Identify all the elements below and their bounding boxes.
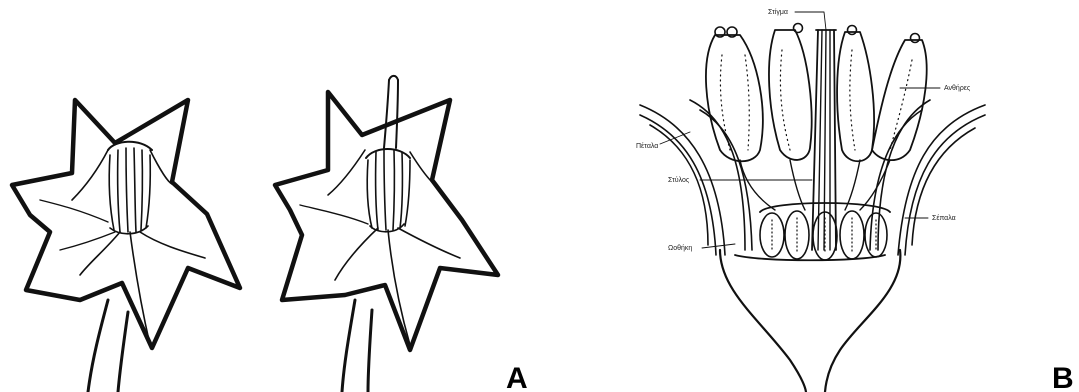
label-ovules: Ωοθήκη	[668, 245, 692, 252]
panel-letter-b: B	[1052, 362, 1074, 392]
flower-section-drawing	[640, 24, 985, 392]
label-anthers: Ανθήρες	[944, 85, 971, 92]
label-stigma: Στίγμα	[768, 8, 788, 16]
label-sepals: Σέπαλα	[932, 214, 956, 222]
panel-letter-a: A	[506, 362, 528, 392]
flower-2-drawing	[275, 76, 498, 392]
label-style: Στύλος	[668, 176, 690, 184]
flower-1-drawing	[12, 100, 240, 392]
label-petals: Πέταλα	[636, 142, 658, 150]
